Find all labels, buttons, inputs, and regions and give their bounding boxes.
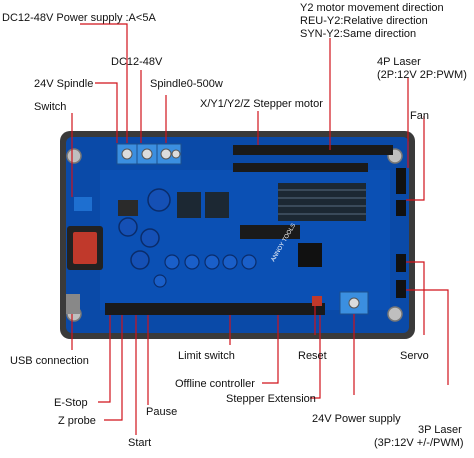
leader-3p-laser [406,289,449,385]
power-switch-rocker [73,232,97,264]
stepper-header-row [233,145,393,155]
laser-3p-connector [396,280,406,298]
leader-24v-spindle [95,82,118,143]
mounting-hole [66,148,82,164]
leader-stepper-ext [310,315,321,399]
label-limit-switch: Limit switch [178,350,235,362]
leader-lines [71,23,449,435]
label-4p-laser: 4P Laser [377,56,421,68]
label-y2-rev: REU-Y2:Relative direction [300,15,428,27]
label-stepper-motor: X/Y1/Y2/Z Stepper motor [200,98,323,110]
heatsink-fins [278,189,366,215]
small-capacitors [153,254,257,288]
regulator [177,192,201,218]
label-24v-power: 24V Power supply [312,413,401,425]
label-3p-laser-spec: (3P:12V +/-/PWM) [374,437,464,449]
stepper-header-row-2 [233,163,368,172]
leader-estop [98,315,111,403]
label-stepper-ext: Stepper Extension [226,393,316,405]
switch-connector [74,197,92,211]
inductor [118,200,138,216]
regulator [205,192,229,218]
leader-servo [406,261,425,335]
label-3p-laser: 3P Laser [418,424,462,436]
capacitors [118,188,171,270]
label-pause: Pause [146,406,178,418]
leader-zprobe [104,315,123,421]
label-servo: Servo [400,350,429,362]
terminal-screws [121,148,181,160]
driver-chips [240,225,300,239]
label-reset: Reset [298,350,327,362]
label-zprobe: Z probe [58,415,96,427]
mounting-hole [387,306,403,322]
servo-connector [396,254,406,272]
fan-connector [396,200,406,216]
label-start: Start [128,437,152,449]
label-dc12-48v: DC12-48V [111,56,163,68]
label-switch: Switch [34,101,67,113]
terminal-screw [348,297,360,309]
label-y2-syn: SYN-Y2:Same direction [300,28,417,40]
mcu-chip [298,243,322,267]
leader-offline [262,315,279,384]
leader-fan [406,116,425,201]
label-y2-title: Y2 motor movement direction [300,2,444,14]
label-power-supply: DC12-48V Power supply :A<5A [2,12,156,24]
label-spindle-500w: Spindle0-500w [150,78,223,90]
reset-button [312,296,322,306]
bottom-header-strip [105,303,325,315]
label-usb: USB connection [10,355,89,367]
label-fan: Fan [410,110,429,122]
usb-port [66,294,80,314]
stepper-heatsink [278,183,366,221]
label-offline: Offline controller [175,378,255,390]
leader-power-supply [80,23,128,143]
label-estop: E-Stop [54,397,88,409]
label-24v-spindle: 24V Spindle [34,78,94,90]
laser-4p-connector [396,168,406,194]
label-4p-laser-spec: (2P:12V 2P:PWM) [377,69,467,81]
